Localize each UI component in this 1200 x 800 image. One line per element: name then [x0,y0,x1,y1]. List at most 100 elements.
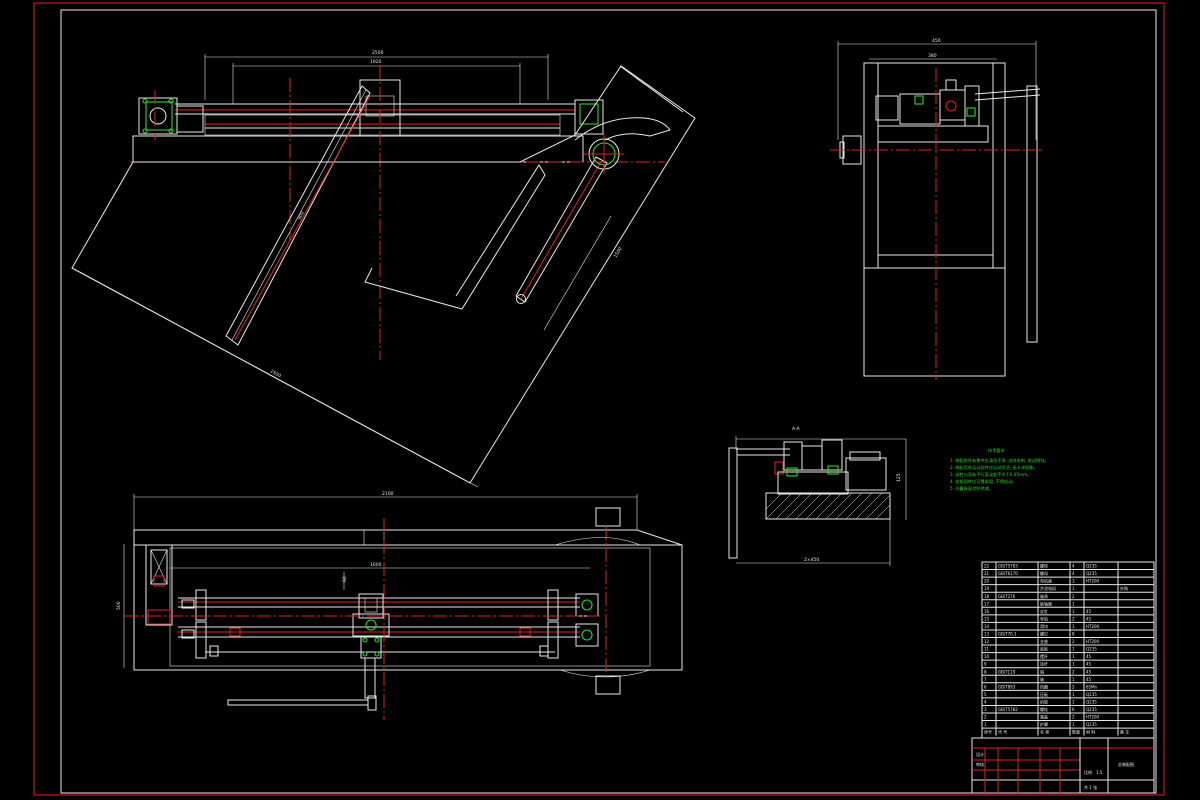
table-cell: 8 [1072,632,1075,637]
table-cell: 20 [984,579,990,584]
table-cell: Q235 [1086,707,1097,712]
table-cell: Q235 [1086,699,1097,704]
dim-top-side: 1500 [613,246,624,259]
note-line-2: 2. 装配后各运动部件应运动灵活, 无卡滞现象。 [950,464,1038,471]
section-view: A-A [728,426,907,566]
table-cell: 45 [1086,616,1092,621]
section-label: A-A [792,426,801,432]
dim-side-w2: 380 [928,53,937,59]
table-cell: 13 [984,632,990,637]
table-cell: 端盖 [1040,714,1048,720]
dim-top-len1: 2500 [372,50,384,56]
table-header-cell: 名 称 [1040,729,1049,735]
dim-side-w: 450 [932,38,941,44]
drawing-name: 总装配图 [1118,761,1134,767]
table-header-cell: 序号 [984,729,992,735]
table-cell: 支座 [1040,638,1048,644]
table-cell: 12 [984,639,990,644]
table-cell: 17 [984,601,990,606]
hatch-area [765,492,891,520]
table-cell: 4 [1072,564,1075,569]
outer-border [33,2,1165,796]
table-cell: 1 [1072,692,1075,697]
table-cell: 2 [1072,594,1075,599]
table-header-cell: 备 注 [1120,729,1129,735]
table-header-cell: 材 料 [1086,729,1095,735]
note-line-3: 3. 丝杠与导轨平行度误差不大于0.05mm。 [950,471,1031,478]
table-cell: 螺钉 [1040,631,1048,637]
table-cell: HT200 [1086,624,1100,629]
table-cell: 1 [1072,586,1075,591]
note-line-1: 1. 装配前所有零件应清洗干净, 去除毛刺, 锐边倒钝。 [950,457,1049,464]
parts-list-header: 序号代 号名 称数量材 料备 注 [984,729,1129,735]
table-cell: 1 [1072,654,1075,659]
table-cell: 2 [1072,684,1075,689]
table-cell: Q235 [1086,571,1097,576]
table-cell: 18 [984,594,990,599]
table-cell: 1 [1072,662,1075,667]
table-cell: 19 [984,586,990,591]
note-line-5: 5. 外露表面涂防锈漆。 [950,485,993,492]
table-cell: 1 [1072,609,1075,614]
table-cell: Q235 [1086,564,1097,569]
table-cell: 1 [1072,647,1075,652]
table-cell: 轴 [1040,676,1044,682]
dim-top-arm: 900 [296,210,305,221]
dim-top-diag: 2500 [269,368,282,379]
table-cell: GB/T119 [998,669,1016,674]
table-cell: 16 [984,609,990,614]
dim-detail-h: 125 [896,473,902,482]
table-cell: Q235 [1086,722,1097,727]
dim-plan-h: 500 [116,601,122,610]
table-cell: 2 [1072,639,1075,644]
table-cell: 22 [984,564,990,569]
table-cell: 1 [984,722,987,727]
table-cell: 45 [1086,662,1092,667]
table-cell: 挡圈 [1040,683,1048,689]
table-cell: 1 [1072,579,1075,584]
table-cell: 1 [1072,677,1075,682]
notes-title: 技术要求 [988,447,1006,454]
table-cell: Q235 [1086,692,1097,697]
table-cell: 滑块 [1040,623,1048,629]
table-cell: 45 [1086,654,1092,659]
dim-plan-inner: 1600 [370,562,382,568]
table-cell: 连杆 [1040,661,1048,667]
table-cell: 摆杆 [1040,653,1048,659]
dim-detail-w: 2×450 [804,557,819,563]
table-cell: 底板 [1040,646,1048,652]
table-cell: 65Mn [1086,684,1098,689]
table-cell: 15 [984,616,990,621]
table-cell: 压板 [1040,691,1048,697]
table-cell: 45 [1086,677,1092,682]
table-cell: 轴承 [1040,593,1048,599]
table-cell: 销 [1040,668,1044,674]
table-cell: 5 [984,692,987,697]
plan-view: 2100 1600 500 [116,491,683,720]
table-cell: 9 [984,662,987,667]
main-view-upper: 2500 1920 900 2500 1500 [71,50,696,488]
designer-label: 设计 [976,751,984,757]
table-cell: 2 [1072,669,1075,674]
dim-plan-total: 2100 [382,491,394,497]
table-cell: HT200 [1086,579,1100,584]
table-cell: 1 [1072,699,1075,704]
table-cell: 10 [984,654,990,659]
table-cell: HT200 [1086,639,1100,644]
table-cell: 45 [1086,669,1092,674]
table-cell: 导轨 [1040,615,1048,621]
table-cell: 步进电机 [1040,585,1056,591]
table-header-cell: 数量 [1072,729,1080,735]
table-cell: 7 [984,677,987,682]
table-cell: 护罩 [1040,721,1048,727]
dim-top-len2: 1920 [370,59,382,65]
table-cell: 机架 [1040,698,1048,704]
table-cell: GB/T276 [998,594,1016,599]
table-cell: GB/T6170 [998,571,1018,576]
table-cell: 外购 [1120,585,1128,591]
table-cell: 8 [984,669,987,674]
scale-label: 比例 [1084,769,1092,775]
